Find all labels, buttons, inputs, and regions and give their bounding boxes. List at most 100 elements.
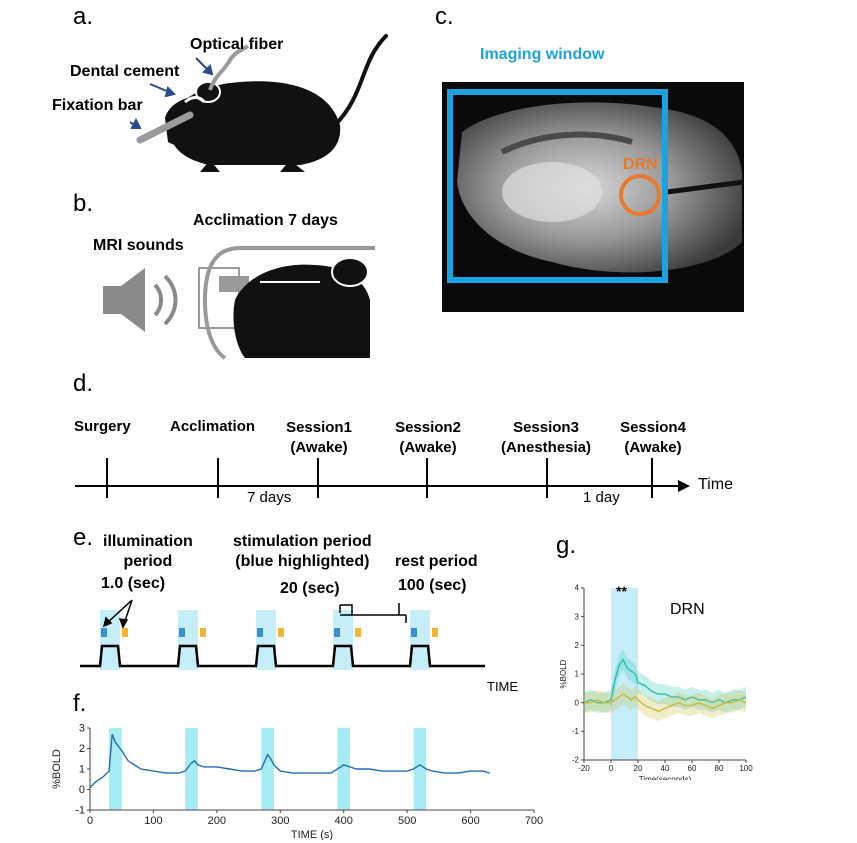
- x-tick-label: 100: [739, 764, 753, 773]
- event-session4: Session4 (Awake): [613, 418, 693, 458]
- stim-period-4: [413, 728, 427, 810]
- series-line-1: [584, 693, 747, 712]
- y-tick-label: 0: [79, 784, 85, 796]
- rest-value: 100 (sec): [398, 577, 467, 594]
- illumination-label: illumination period: [103, 532, 193, 572]
- event-session3-state: (Anesthesia): [500, 439, 592, 456]
- optical-fiber-label: Optical fiber: [190, 36, 284, 53]
- event-session1: Session1 (Awake): [280, 418, 358, 458]
- event-session2-title: Session2: [395, 419, 461, 436]
- dental-cement-label: Dental cement: [70, 63, 180, 80]
- x-tick-label: -20: [578, 764, 590, 773]
- y-tick-label: 3: [79, 723, 85, 735]
- interval-7days: 7 days: [247, 489, 292, 506]
- mouse-with-fiber-illustration: [130, 34, 388, 172]
- x-tick-label: 0: [87, 815, 93, 827]
- series-error-band-0: [584, 649, 746, 713]
- event-session4-state: (Awake): [624, 439, 682, 456]
- stim-period-0: [109, 728, 122, 810]
- timeline-axis-label: Time: [698, 476, 733, 493]
- series-line-0: [89, 733, 490, 788]
- y-tick-label: 2: [575, 641, 580, 650]
- illumination-value: 1.0 (sec): [101, 575, 166, 592]
- event-session1-title: Session1: [286, 419, 352, 436]
- rest-label: rest period: [395, 553, 478, 570]
- speaker-icon: [103, 268, 145, 332]
- imaging-window-box: [447, 89, 668, 283]
- y-axis-label: %BOLD: [51, 749, 63, 789]
- x-tick-label: 20: [634, 764, 643, 773]
- stimulation-schema: [80, 599, 485, 670]
- x-tick-label: 600: [461, 815, 479, 827]
- y-tick-label: 2: [79, 743, 85, 755]
- x-tick-label: 0: [609, 764, 614, 773]
- x-axis-label: TIME (s): [291, 829, 333, 840]
- schema-axis-label: TIME: [487, 679, 519, 694]
- fixation-bar-label: Fixation bar: [52, 97, 143, 114]
- y-tick-label: -2: [572, 756, 580, 765]
- panel-a-letter: a.: [73, 3, 94, 30]
- y-axis-label: %BOLD: [559, 659, 568, 688]
- series-line-0: [583, 658, 747, 704]
- y-tick-label: 0: [575, 698, 580, 707]
- y-tick-label: 1: [79, 764, 85, 776]
- y-tick-label: 4: [575, 584, 580, 593]
- panel-g-letter: g.: [556, 532, 577, 559]
- stimulation-title: stimulation period: [233, 533, 372, 550]
- event-session4-title: Session4: [620, 419, 686, 436]
- mri-image: [442, 82, 744, 312]
- x-tick-label: 300: [271, 815, 289, 827]
- stim-period-1: [185, 728, 198, 810]
- event-surgery: Surgery: [74, 418, 131, 435]
- x-tick-label: 700: [525, 815, 543, 827]
- event-session3: Session3 (Anesthesia): [492, 418, 600, 458]
- series-error-band-1: [584, 684, 746, 722]
- drn-region-label: DRN: [670, 601, 705, 618]
- x-axis-label: Time(seconds): [639, 775, 692, 780]
- x-tick-label: 500: [398, 815, 416, 827]
- panel-e-letter: e.: [73, 524, 94, 551]
- illumination-title: illumination: [103, 533, 193, 550]
- stimulation-label: stimulation period (blue highlighted): [233, 532, 372, 572]
- x-tick-label: 100: [144, 815, 162, 827]
- event-session2-state: (Awake): [399, 439, 457, 456]
- panel-b-letter: b.: [73, 190, 94, 217]
- mri-sounds-label: MRI sounds: [93, 237, 184, 254]
- acclimation-illustration: [103, 246, 375, 360]
- y-tick-label: -1: [572, 727, 580, 736]
- x-tick-label: 40: [661, 764, 670, 773]
- y-tick-label: 3: [575, 612, 580, 621]
- acclimation-label: Acclimation 7 days: [193, 212, 338, 229]
- illumination-subtitle: period: [123, 553, 173, 570]
- event-session3-title: Session3: [513, 419, 579, 436]
- light-markers: [101, 628, 438, 637]
- panel-d-letter: d.: [73, 370, 94, 397]
- x-tick-label: 80: [715, 764, 724, 773]
- event-session2: Session2 (Awake): [388, 418, 468, 458]
- y-tick-label: 1: [575, 670, 580, 679]
- panel-c-letter: c.: [435, 3, 454, 30]
- plot-frame: [90, 728, 534, 810]
- stimulation-subtitle: (blue highlighted): [235, 553, 370, 570]
- drn-label: DRN: [623, 156, 658, 173]
- x-tick-label: 400: [335, 815, 353, 827]
- stim-period-3: [337, 728, 351, 810]
- timeline-axis: [75, 458, 690, 498]
- plot-frame: [584, 588, 746, 760]
- x-tick-label: 60: [688, 764, 697, 773]
- event-session1-state: (Awake): [290, 439, 348, 456]
- stimulation-value: 20 (sec): [280, 580, 340, 597]
- y-tick-label: -1: [75, 805, 85, 817]
- stim-highlights: [100, 610, 430, 670]
- event-acclimation: Acclimation: [170, 418, 256, 435]
- x-tick-label: 200: [208, 815, 226, 827]
- interval-1day: 1 day: [583, 489, 620, 506]
- stim-period-0: [611, 588, 638, 760]
- drn-circle: [619, 174, 661, 216]
- significance-marker: **: [616, 583, 627, 599]
- panel-f-letter: f.: [73, 690, 87, 717]
- imaging-window-label: Imaging window: [480, 46, 605, 63]
- stim-period-2: [261, 728, 274, 810]
